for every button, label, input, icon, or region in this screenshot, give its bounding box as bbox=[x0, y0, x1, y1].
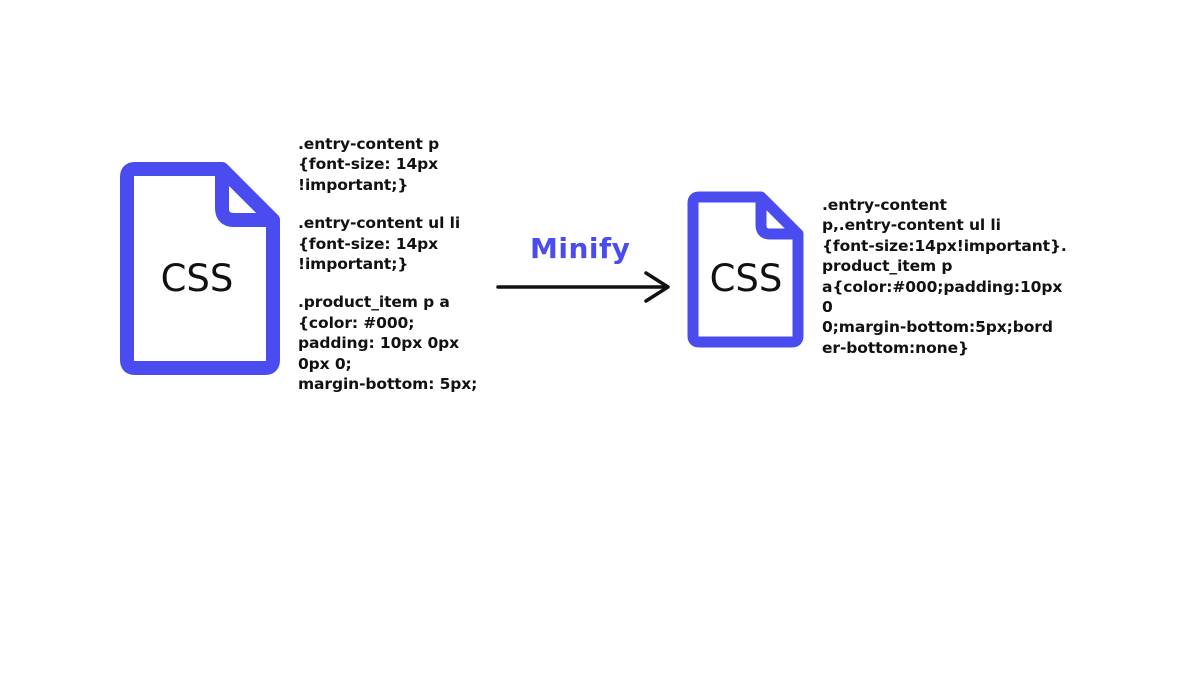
minified-css-file-icon: CSS bbox=[687, 191, 804, 348]
source-code-line: .entry-content p bbox=[298, 135, 440, 153]
minified-file-label: CSS bbox=[710, 257, 783, 300]
minified-code-line: product_item p bbox=[822, 257, 953, 276]
source-code-line: {font-size: 14px bbox=[298, 234, 439, 253]
source-code-line: margin-bottom: 5px; bbox=[298, 374, 478, 393]
source-code-line: !important;} bbox=[298, 254, 409, 273]
minify-label: Minify bbox=[530, 232, 631, 265]
source-css-file-icon: CSS bbox=[120, 162, 280, 375]
minified-code-line: {font-size:14px!important}. bbox=[822, 236, 1067, 255]
minified-code-line: p,.entry-content ul li bbox=[822, 216, 1001, 235]
source-code-line: 0px 0; bbox=[298, 354, 352, 373]
source-code-line: .product_item p a bbox=[298, 293, 450, 312]
source-code-block: .entry-content p {font-size: 14px !impor… bbox=[298, 134, 477, 394]
source-code-line: !important;} bbox=[298, 175, 409, 194]
source-code-line: padding: 10px 0px bbox=[298, 334, 460, 353]
source-file-label: CSS bbox=[161, 257, 234, 300]
minified-code-line: er-bottom:none} bbox=[822, 338, 969, 357]
minified-code-line: .entry-content bbox=[822, 196, 947, 214]
minified-code-block: .entry-content p,.entry-content ul li {f… bbox=[822, 195, 1067, 358]
right-arrow-icon bbox=[496, 271, 670, 303]
source-code-line: .entry-content ul li bbox=[298, 214, 461, 233]
minified-code-line: a{color:#000;padding:10px bbox=[822, 277, 1063, 296]
source-code-line: {font-size: 14px bbox=[298, 155, 439, 174]
source-code-line: {color: #000; bbox=[298, 313, 415, 332]
minified-code-line: 0;margin-bottom:5px;bord bbox=[822, 318, 1053, 337]
minified-code-line: 0 bbox=[822, 297, 833, 316]
